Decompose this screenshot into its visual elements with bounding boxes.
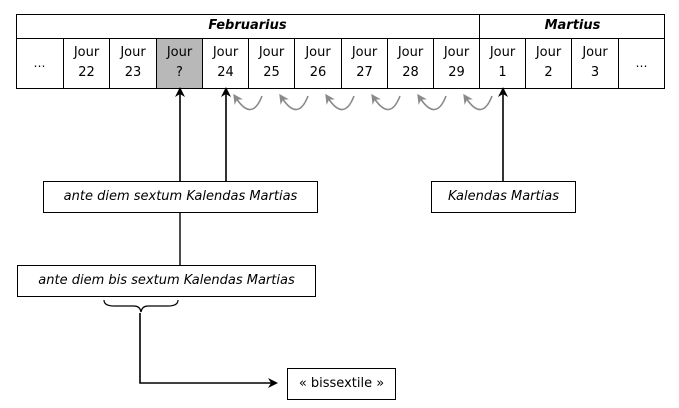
shift-arrow (325, 93, 355, 111)
day-number: 28 (402, 65, 419, 80)
day-cell-3: Jour 3 (572, 38, 618, 88)
bis-brace (103, 299, 179, 313)
day-label: Jour (258, 45, 285, 60)
day-number: 25 (263, 65, 280, 80)
day-label: Jour (443, 45, 470, 60)
day-label: Jour (73, 45, 100, 60)
day-number: 23 (124, 65, 142, 80)
day-number: 24 (217, 65, 234, 80)
shift-arrow (279, 93, 309, 111)
shift-arrows (233, 93, 493, 111)
day-cell-27: Jour 27 (342, 38, 387, 88)
shift-arrow (463, 93, 493, 111)
day-cell-2: Jour 2 (526, 38, 571, 88)
month-februarius: Februarius (208, 18, 287, 33)
label-bissextile: « bissextile » (287, 368, 396, 400)
day-cell-22: Jour 22 (64, 38, 109, 88)
calendar-frame (16, 14, 665, 89)
day-dividers (63, 38, 619, 88)
day-label: Jour (397, 45, 424, 60)
day-cell-25: Jour 25 (249, 38, 294, 88)
day-cell-29: Jour 29 (434, 38, 479, 88)
day-number: 2 (544, 65, 553, 80)
day-number: 29 (448, 65, 465, 80)
day-label: Jour (489, 45, 516, 60)
day-label: Jour (535, 45, 562, 60)
day-cell-1: Jour 1 (480, 38, 525, 88)
day-cell-28: Jour 28 (388, 38, 433, 88)
day-label: Jour (166, 45, 193, 60)
label-ante-diem-sextum: ante diem sextum Kalendas Martias (43, 181, 318, 213)
day-label: Jour (212, 45, 239, 60)
month-martius: Martius (544, 18, 601, 33)
day-cell-26: Jour 26 (295, 38, 341, 88)
highlight-cell-bg (156, 38, 202, 88)
day-cell-unknown: Jour ? (157, 38, 202, 88)
day-number: 1 (498, 65, 507, 80)
shift-arrow (233, 93, 263, 111)
day-number: 27 (356, 65, 373, 80)
day-label: Jour (582, 45, 608, 60)
ellipsis-right: … (635, 56, 649, 70)
day-cell-24: Jour 24 (203, 38, 248, 88)
bissextile-arrow (139, 313, 278, 388)
day-number: 22 (78, 65, 95, 80)
shift-arrow (371, 93, 401, 111)
day-number: 3 (590, 65, 600, 80)
day-label: Jour (351, 45, 378, 60)
ellipsis-left: … (33, 56, 47, 70)
day-cell-23: Jour 23 (110, 38, 156, 88)
label-kalendas-martias: Kalendas Martias (431, 181, 576, 213)
day-number: ? (176, 65, 183, 80)
shift-arrow (417, 93, 447, 111)
day-label: Jour (120, 45, 146, 60)
day-label: Jour (305, 45, 331, 60)
day-number: 26 (309, 65, 327, 80)
label-ante-diem-bis-sextum: ante diem bis sextum Kalendas Martias (17, 265, 316, 297)
